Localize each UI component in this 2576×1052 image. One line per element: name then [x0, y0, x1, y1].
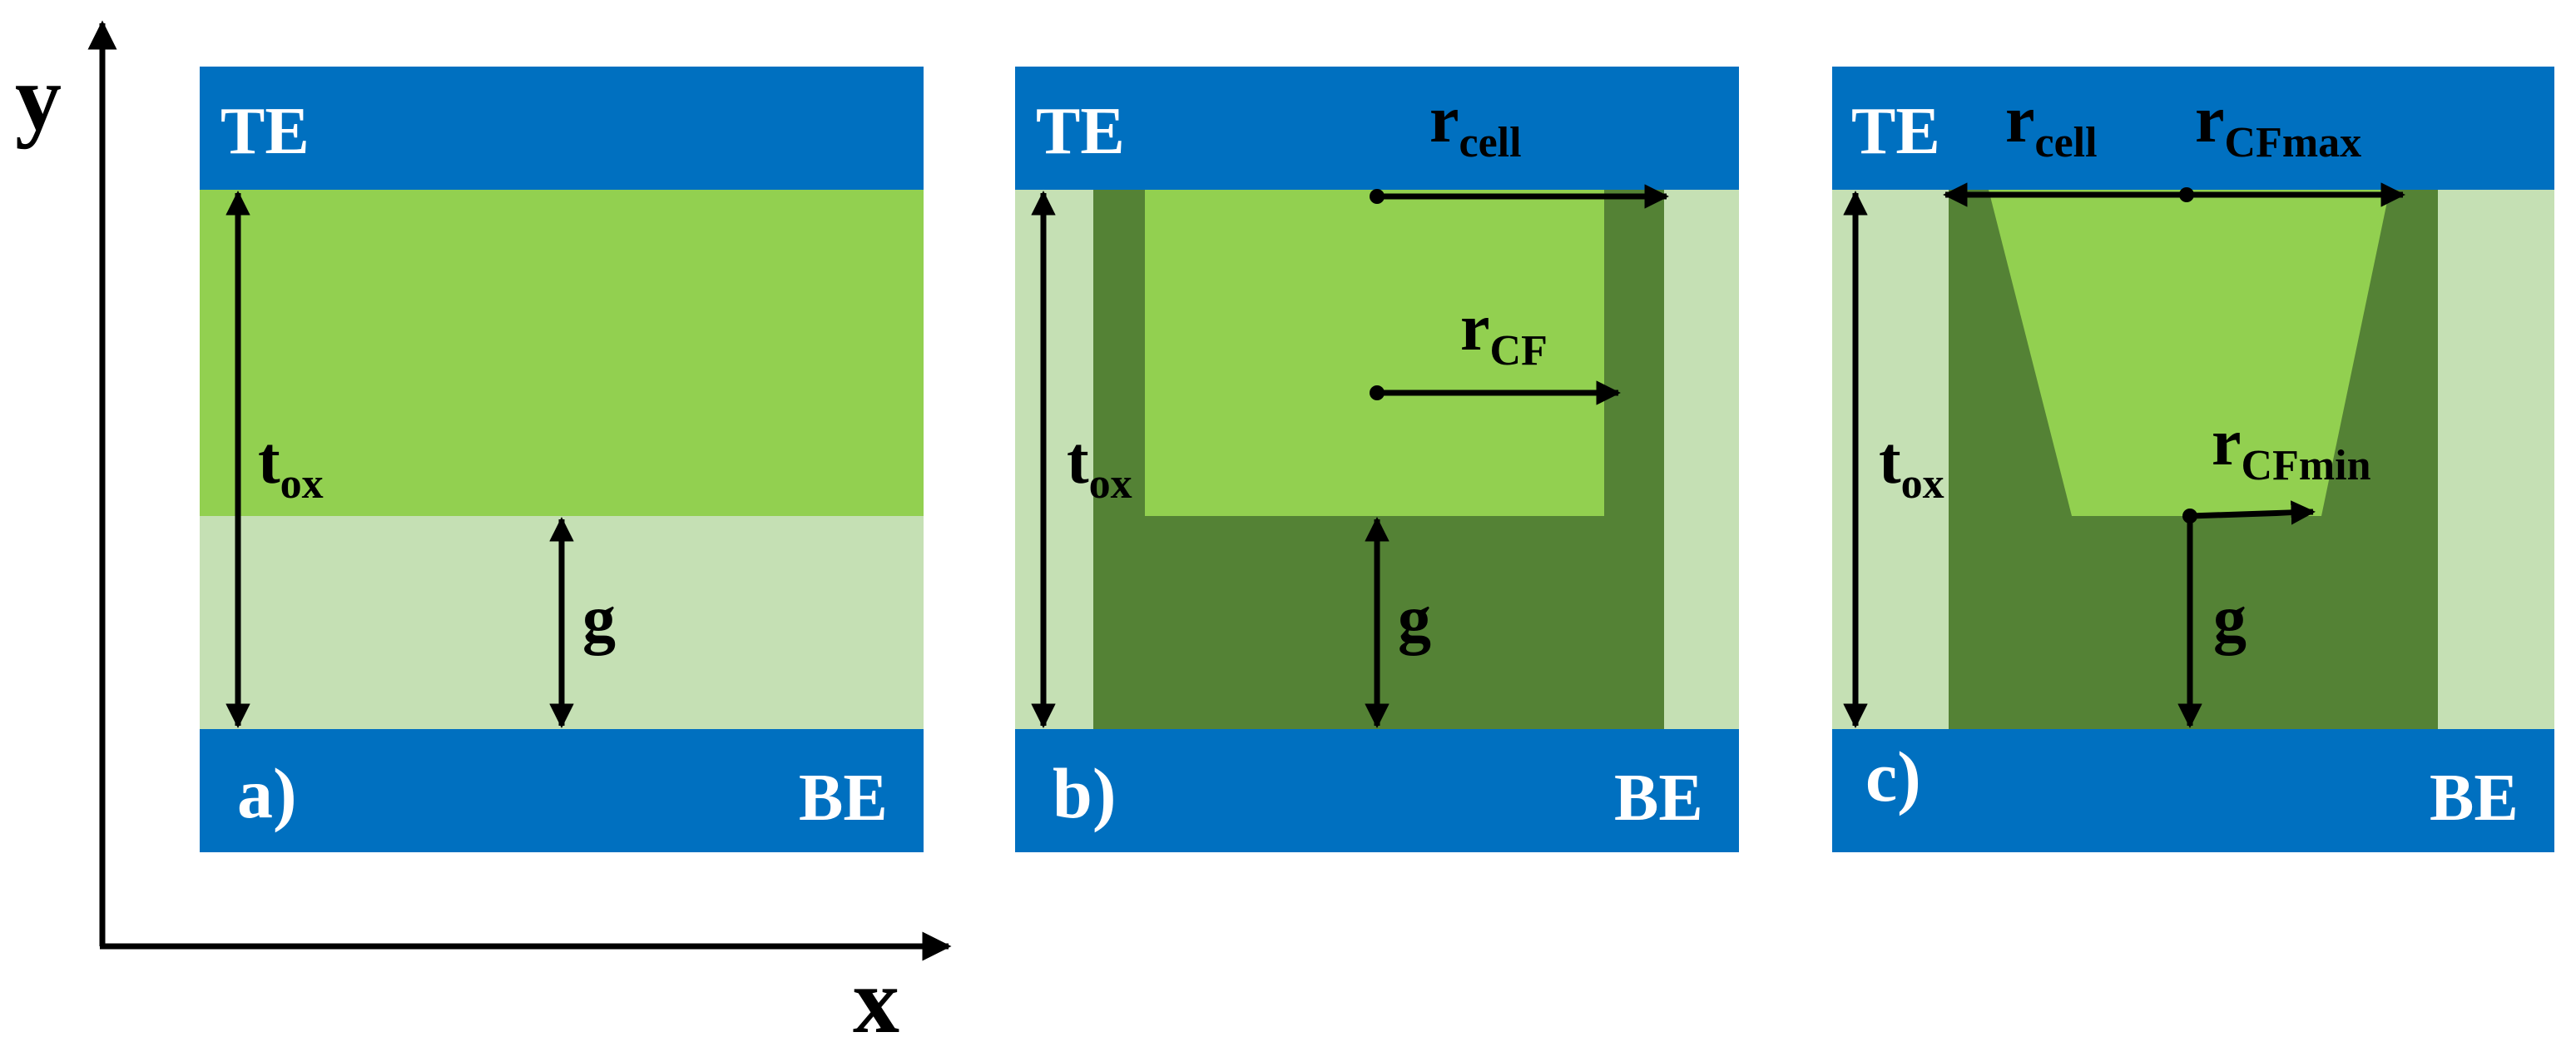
gap-label: g	[1398, 583, 1431, 656]
panel-a: TE BE a) tox g	[200, 67, 924, 852]
r-cf-label: rCF	[1460, 291, 1548, 375]
gap-label: g	[2213, 583, 2247, 656]
panel-tag: b)	[1053, 753, 1116, 833]
y-axis-label: y	[15, 47, 62, 150]
panel-tag: a)	[237, 753, 297, 833]
bottom-electrode-label: BE	[2430, 762, 2519, 835]
bottom-electrode	[1015, 729, 1739, 852]
x-axis-label: x	[853, 950, 899, 1052]
top-electrode	[200, 67, 924, 190]
coordinate-axes: y x	[15, 20, 952, 1052]
top-electrode	[1832, 67, 2554, 190]
r-cfmax-label: rCFmax	[2195, 83, 2361, 166]
tox-label: tox	[1879, 424, 1944, 508]
r-cell-label: rcell	[2005, 83, 2098, 166]
top-electrode-label: TE	[1036, 95, 1125, 168]
bottom-electrode-label: BE	[1614, 762, 1703, 835]
panel-b: TE BE b) tox rcell rCF g	[1015, 67, 1739, 852]
tox-label: tox	[1067, 424, 1132, 508]
gap-label: g	[582, 583, 616, 656]
r-cell-label: rcell	[1429, 83, 1522, 166]
top-electrode-label: TE	[1851, 95, 1940, 168]
bottom-electrode-label: BE	[799, 762, 888, 835]
r-cfmin-label: rCFmin	[2212, 406, 2371, 489]
conductive-filament-region	[1145, 190, 1604, 516]
conductive-filament-tapered	[1989, 190, 2390, 516]
tox-label: tox	[258, 424, 324, 508]
r-cfmin-arrow	[2189, 500, 2316, 525]
bottom-electrode	[200, 729, 924, 852]
bottom-electrode	[1832, 729, 2554, 852]
conductive-filament-region	[200, 190, 924, 516]
top-electrode	[1015, 67, 1739, 190]
top-electrode-label: TE	[220, 95, 310, 168]
panel-c: TE BE c) tox rcell rCFmax rCFmin g	[1832, 67, 2554, 852]
panel-tag: c)	[1865, 737, 1921, 816]
